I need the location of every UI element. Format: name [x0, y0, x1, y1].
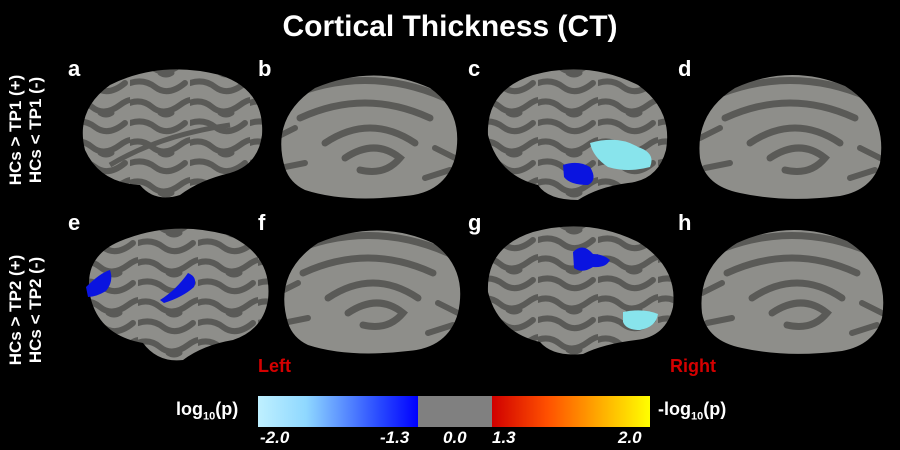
colorbar-tick-pos2: 2.0 — [618, 428, 642, 447]
colorbar — [258, 396, 650, 427]
cluster-dark-blue-e2 — [160, 273, 196, 303]
panel-letter-d: d — [678, 56, 692, 81]
panel-letter-g: g — [468, 210, 482, 235]
row-label-tp1-less: HCs < TP1 (-) — [26, 76, 45, 184]
panel-letter-c: c — [468, 56, 481, 81]
brain-left-lateral-tp1 — [82, 69, 263, 198]
cluster-dark-blue-g — [573, 247, 610, 271]
hemisphere-label-right: Right — [670, 356, 716, 376]
colorbar-left-label: log10(p) — [176, 399, 239, 423]
colorbar-positive-segment — [492, 396, 650, 427]
cluster-light-blue-c — [590, 139, 652, 170]
panel-letter-b: b — [258, 56, 272, 81]
brain-left-medial-tp2 — [284, 230, 461, 354]
row-label-tp2-greater: HCs > TP2 (+) — [6, 254, 25, 366]
colorbar-tick-neg13: -1.3 — [380, 428, 410, 447]
cluster-dark-blue-e1 — [86, 270, 112, 297]
row-label-tp2-less: HCs < TP2 (-) — [26, 256, 45, 364]
row-label-tp1-greater: HCs > TP1 (+) — [6, 74, 25, 186]
panel-letter-e: e — [68, 210, 81, 235]
colorbar-neutral-segment — [418, 396, 492, 427]
cluster-light-blue-g — [623, 310, 658, 330]
brain-right-lateral-tp1 — [487, 69, 668, 200]
colorbar-tick-zero: 0.0 — [443, 428, 467, 447]
brain-right-medial-tp2 — [701, 229, 884, 354]
colorbar-negative-segment — [258, 396, 418, 427]
colorbar-right-label: -log10(p) — [658, 399, 727, 423]
brain-right-medial-tp1 — [699, 74, 882, 199]
figure-title: Cortical Thickness (CT) — [282, 10, 618, 43]
brain-left-lateral-tp2 — [86, 228, 269, 361]
hemisphere-label-left: Left — [258, 356, 291, 376]
panel-letter-a: a — [68, 56, 81, 81]
panel-letter-h: h — [678, 210, 692, 235]
cluster-dark-blue-c — [563, 162, 594, 185]
colorbar-tick-neg2: -2.0 — [260, 428, 290, 447]
colorbar-tick-pos13: 1.3 — [492, 428, 516, 447]
panel-letter-f: f — [258, 210, 266, 235]
brain-left-medial-tp1 — [281, 75, 458, 199]
brain-right-lateral-tp2 — [487, 226, 674, 355]
